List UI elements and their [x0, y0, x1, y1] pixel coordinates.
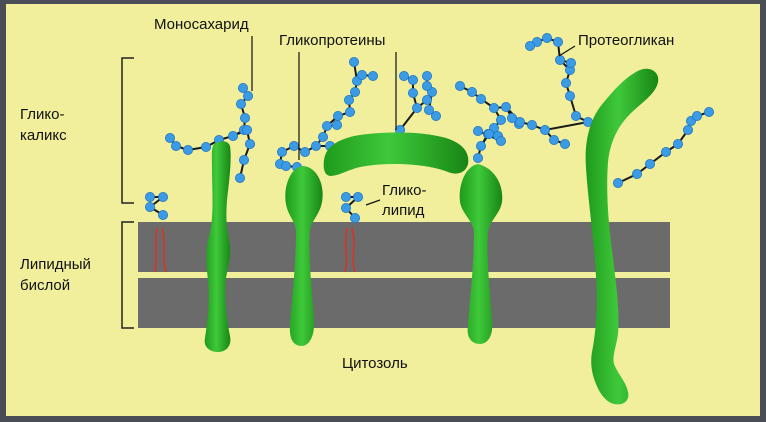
monosaccharide-bead: [412, 103, 421, 112]
monosaccharide-bead: [145, 192, 154, 201]
monosaccharide-bead: [704, 107, 713, 116]
monosaccharide-bead: [527, 120, 536, 129]
monosaccharide-bead: [318, 132, 327, 141]
monosaccharide-bead: [300, 147, 309, 156]
monosaccharide-bead: [542, 33, 551, 42]
monosaccharide-bead: [311, 141, 320, 150]
monosaccharide-bead: [561, 78, 570, 87]
monosaccharide-bead: [242, 125, 251, 134]
label-glycolipid-2: липид: [382, 202, 425, 219]
label-glycocalyx-2: каликс: [20, 127, 67, 144]
monosaccharide-bead: [183, 145, 192, 154]
monosaccharide-bead: [692, 111, 701, 120]
label-glycocalyx-1: Глико-: [20, 106, 64, 123]
monosaccharide-bead: [496, 115, 505, 124]
monosaccharide-bead: [560, 139, 569, 148]
monosaccharide-bead: [422, 81, 431, 90]
monosaccharide-bead: [345, 107, 354, 116]
monosaccharide-bead: [571, 111, 580, 120]
monosaccharide-bead: [565, 91, 574, 100]
monosaccharide-bead: [455, 81, 464, 90]
label-cytosol: Цитозоль: [342, 355, 408, 372]
monosaccharide-bead: [484, 129, 493, 138]
monosaccharide-bead: [525, 41, 534, 50]
label-glycolipid-1: Глико-: [382, 182, 426, 199]
monosaccharide-bead: [245, 139, 254, 148]
monosaccharide-bead: [158, 210, 167, 219]
monosaccharide-bead: [350, 87, 359, 96]
monosaccharide-bead: [322, 121, 331, 130]
monosaccharide-bead: [467, 87, 476, 96]
monosaccharide-bead: [158, 192, 167, 201]
monosaccharide-bead: [555, 55, 564, 64]
monosaccharide-bead: [341, 203, 350, 212]
monosaccharide-bead: [235, 173, 244, 182]
monosaccharide-bead: [240, 113, 249, 122]
monosaccharide-bead: [422, 71, 431, 80]
monosaccharide-bead: [476, 94, 485, 103]
monosaccharide-bead: [566, 58, 575, 67]
monosaccharide-bead: [357, 70, 366, 79]
monosaccharide-bead: [201, 142, 210, 151]
monosaccharide-bead: [399, 71, 408, 80]
monosaccharide-bead: [422, 95, 431, 104]
monosaccharide-bead: [236, 99, 245, 108]
label-glycoproteins: Гликопротеины: [279, 32, 385, 49]
monosaccharide-bead: [661, 147, 670, 156]
monosaccharide-bead: [613, 178, 622, 187]
monosaccharide-bead: [239, 155, 248, 164]
monosaccharide-bead: [165, 133, 174, 142]
monosaccharide-bead: [277, 147, 286, 156]
monosaccharide-bead: [673, 139, 682, 148]
monosaccharide-bead: [228, 131, 237, 140]
monosaccharide-bead: [496, 136, 505, 145]
monosaccharide-bead: [540, 125, 549, 134]
monosaccharide-bead: [341, 192, 350, 201]
monosaccharide-bead: [281, 161, 290, 170]
label-lipid-bilayer-2: бислой: [20, 277, 70, 294]
monosaccharide-bead: [683, 125, 692, 134]
monosaccharide-bead: [408, 75, 417, 84]
monosaccharide-bead: [289, 141, 298, 150]
monosaccharide-bead: [645, 159, 654, 168]
monosaccharide-bead: [473, 126, 482, 135]
label-monosaccharide: Моносахарид: [154, 16, 249, 33]
monosaccharide-bead: [332, 120, 341, 129]
monosaccharide-bead: [350, 213, 359, 222]
monosaccharide-bead: [515, 117, 524, 126]
label-proteoglycan: Протеогликан: [578, 32, 674, 49]
monosaccharide-bead: [344, 95, 353, 104]
monosaccharide-bead: [333, 111, 342, 120]
monosaccharide-bead: [349, 57, 358, 66]
monosaccharide-bead: [353, 192, 362, 201]
monosaccharide-bead: [501, 102, 510, 111]
monosaccharide-bead: [632, 169, 641, 178]
monosaccharide-bead: [368, 71, 377, 80]
monosaccharide-bead: [473, 153, 482, 162]
monosaccharide-bead: [238, 83, 247, 92]
monosaccharide-bead: [476, 141, 485, 150]
monosaccharide-bead: [431, 111, 440, 120]
monosaccharide-bead: [489, 103, 498, 112]
monosaccharide-bead: [408, 88, 417, 97]
label-lipid-bilayer-1: Липидный: [20, 256, 91, 273]
monosaccharide-bead: [171, 141, 180, 150]
monosaccharide-bead: [549, 135, 558, 144]
monosaccharide-bead: [553, 37, 562, 46]
monosaccharide-bead: [243, 91, 252, 100]
monosaccharide-bead: [145, 202, 154, 211]
